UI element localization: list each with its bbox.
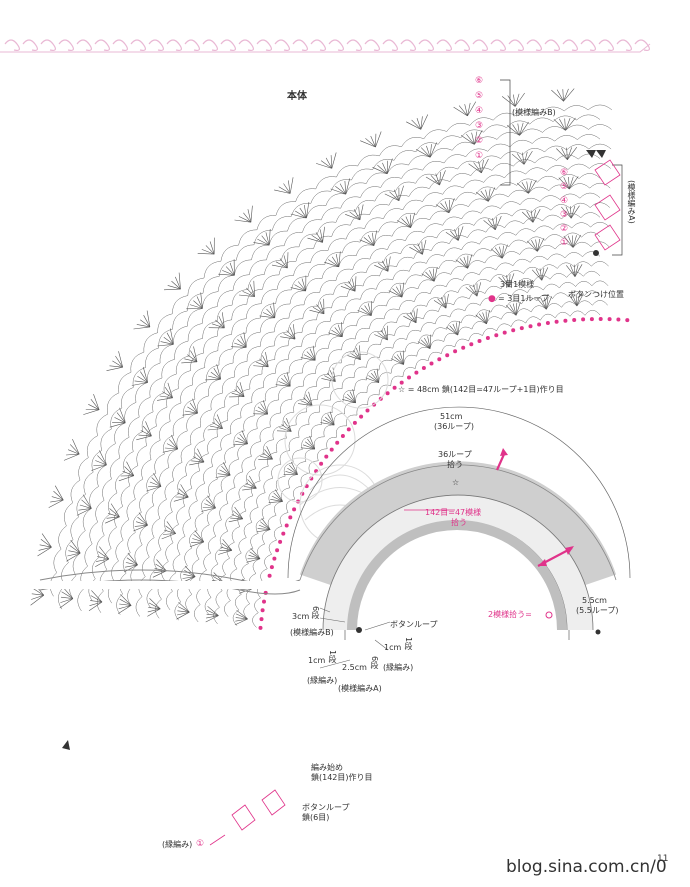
row-b-5: ⑤ (475, 91, 484, 101)
loops-36-label: (36ループ) (434, 422, 474, 431)
body-title: 本体 (287, 91, 307, 102)
pattern-b-label: (模様編みB) (512, 108, 556, 117)
rows-6-b-label: 6段 (370, 656, 379, 670)
loops-55-label: (5.5ループ) (576, 606, 619, 615)
triangle-marker-bottom (62, 740, 70, 750)
button-position-label: ボタンつけ位置 (568, 290, 624, 299)
size-55-label: 5.5cm (582, 596, 607, 605)
row-b-1: ① (475, 151, 484, 161)
row-b-2: ② (475, 136, 484, 146)
button-loop-chain-label: 鎖(6目) (302, 813, 330, 822)
size-1cm-b-label: 1cm (384, 643, 402, 652)
three-stitch-pattern-label: 3目1模様 (500, 280, 535, 289)
size-1cm-a-label: 1cm (308, 656, 326, 665)
edging-a-label: (縁編み) (307, 676, 338, 685)
row-b-6: ⑥ (475, 76, 484, 86)
page-number: 11 (657, 854, 669, 864)
top-border (0, 39, 651, 53)
row-b-3: ③ (475, 121, 484, 131)
foundation-chain-note: ☆ = 48cm 鎖(142目=47ループ+1目)作り目 (398, 385, 564, 394)
width-51-label: 51cm (440, 412, 463, 421)
watermark: blog.sina.com.cn/0 (506, 857, 667, 877)
pattern-b-small-label: (模様編みB) (290, 628, 334, 637)
pickup-142-label: 142目=47模様 (425, 508, 482, 517)
row-a-3: ③ (560, 210, 569, 220)
row-a-5: ⑤ (560, 182, 569, 192)
pattern-a-small-label: (模様編みA) (338, 684, 382, 693)
pattern-a-label: (模様編みA) (627, 180, 636, 224)
edging-c-label: (縁編み) (162, 840, 193, 849)
start-title: 編み始め (311, 763, 343, 772)
pickup-142-word: 拾う (451, 518, 467, 527)
triangle-marker-top-2 (596, 150, 606, 158)
button-loop-2-label: ボタンループ (302, 803, 350, 812)
button-marker-top (593, 250, 599, 256)
row-a-6: ⑥ (560, 168, 569, 178)
row-a-1: ① (560, 238, 569, 248)
rows-1-b-label: 1段 (404, 637, 413, 651)
rows-1-a-label: 1段 (328, 650, 337, 664)
star-mark: ☆ (452, 478, 460, 487)
rows-6-label: 6段 (311, 606, 320, 620)
row-b-4: ④ (475, 106, 484, 116)
row-a-4: ④ (560, 196, 569, 206)
pickup-36-word: 拾う (447, 460, 463, 469)
edging-b-label: (縁編み) (383, 663, 414, 672)
size-3cm-label: 3cm (292, 612, 310, 621)
triangle-marker-top (586, 150, 596, 158)
three-stitch-loop-label: = 3目1ループ (498, 294, 549, 303)
button-loop-label: ボタンループ (390, 620, 438, 629)
pickup-36-label: 36ループ (438, 450, 472, 459)
start-chain-label: 鎖(142目)作り目 (311, 773, 373, 782)
edging-row-1: ① (196, 839, 205, 849)
pickup-2-label: 2模様拾う= (488, 610, 532, 619)
size-25-label: 2.5cm (342, 663, 367, 672)
row-a-2: ② (560, 224, 569, 234)
loop-legend-dot: ● (488, 294, 496, 304)
